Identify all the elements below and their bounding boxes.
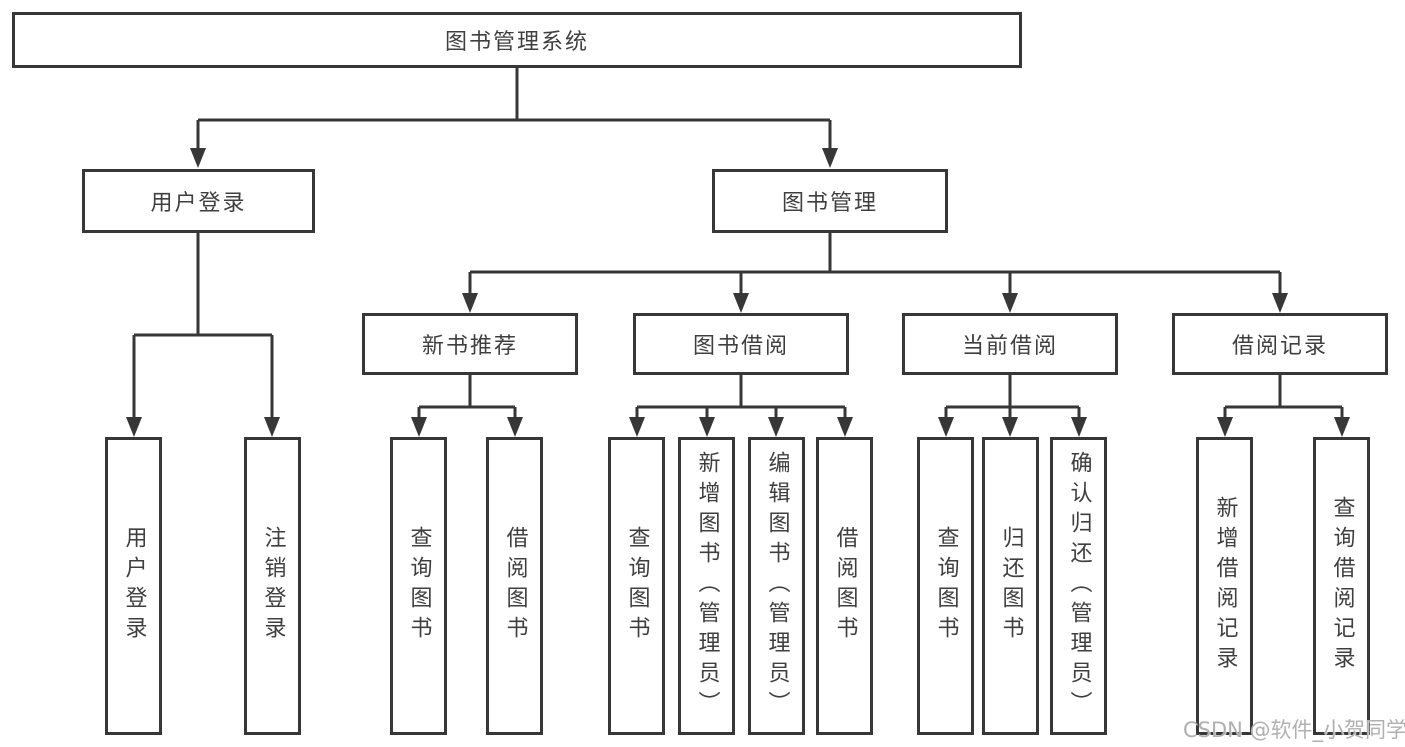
leaf-nbr-borrow-books: 借阅图书 bbox=[486, 437, 543, 735]
leaf-bb-add-books-admin: 新增图书（管理员） bbox=[678, 437, 735, 735]
node-label: 用户登录 bbox=[121, 526, 147, 646]
node-new-book-recommend: 新书推荐 bbox=[362, 313, 578, 375]
node-current-borrow: 当前借阅 bbox=[902, 313, 1118, 375]
leaf-cb-query-books: 查询图书 bbox=[917, 437, 974, 735]
node-label: 借阅记录 bbox=[1231, 334, 1328, 359]
leaf-nbr-query-books: 查询图书 bbox=[390, 437, 447, 735]
node-label: 查询图书 bbox=[624, 526, 650, 646]
node-book-borrow: 图书借阅 bbox=[633, 313, 849, 375]
node-label: 图书借阅 bbox=[692, 334, 789, 359]
node-label: 编辑图书（管理员） bbox=[764, 451, 790, 721]
leaf-br-add-record: 新增借阅记录 bbox=[1196, 437, 1253, 735]
node-label: 确认归还（管理员） bbox=[1066, 451, 1092, 721]
leaf-logout: 注销登录 bbox=[244, 437, 301, 735]
node-borrow-record: 借阅记录 bbox=[1172, 313, 1388, 375]
node-label: 新增图书（管理员） bbox=[694, 451, 720, 721]
node-label: 借阅图书 bbox=[502, 526, 528, 646]
leaf-bb-query-books: 查询图书 bbox=[608, 437, 665, 735]
node-library-system: 图书管理系统 bbox=[12, 12, 1022, 68]
node-label: 查询图书 bbox=[933, 526, 959, 646]
node-label: 新增借阅记录 bbox=[1212, 496, 1238, 676]
leaf-cb-confirm-return-admin: 确认归还（管理员） bbox=[1050, 437, 1107, 735]
node-label: 查询图书 bbox=[406, 526, 432, 646]
leaf-cb-return-books: 归还图书 bbox=[982, 437, 1039, 735]
leaf-bb-edit-books-admin: 编辑图书（管理员） bbox=[748, 437, 805, 735]
node-user-login-module: 用户登录 bbox=[82, 169, 315, 233]
node-label: 新书推荐 bbox=[421, 334, 518, 359]
node-label: 归还图书 bbox=[998, 526, 1024, 646]
node-label: 图书管理系统 bbox=[444, 30, 589, 55]
node-label: 当前借阅 bbox=[961, 334, 1058, 359]
leaf-user-login: 用户登录 bbox=[105, 437, 162, 735]
node-label: 注销登录 bbox=[260, 526, 286, 646]
arrowhead-icons bbox=[126, 148, 1350, 437]
node-book-management: 图书管理 bbox=[712, 169, 948, 233]
node-label: 查询借阅记录 bbox=[1329, 496, 1355, 676]
leaf-br-query-record: 查询借阅记录 bbox=[1313, 437, 1370, 735]
node-label: 图书管理 bbox=[781, 191, 878, 216]
leaf-bb-borrow-books: 借阅图书 bbox=[816, 437, 873, 735]
csdn-watermark: CSDN @软件_小贺同学 bbox=[1183, 718, 1405, 742]
node-label: 借阅图书 bbox=[832, 526, 858, 646]
node-label: 用户登录 bbox=[150, 191, 247, 216]
